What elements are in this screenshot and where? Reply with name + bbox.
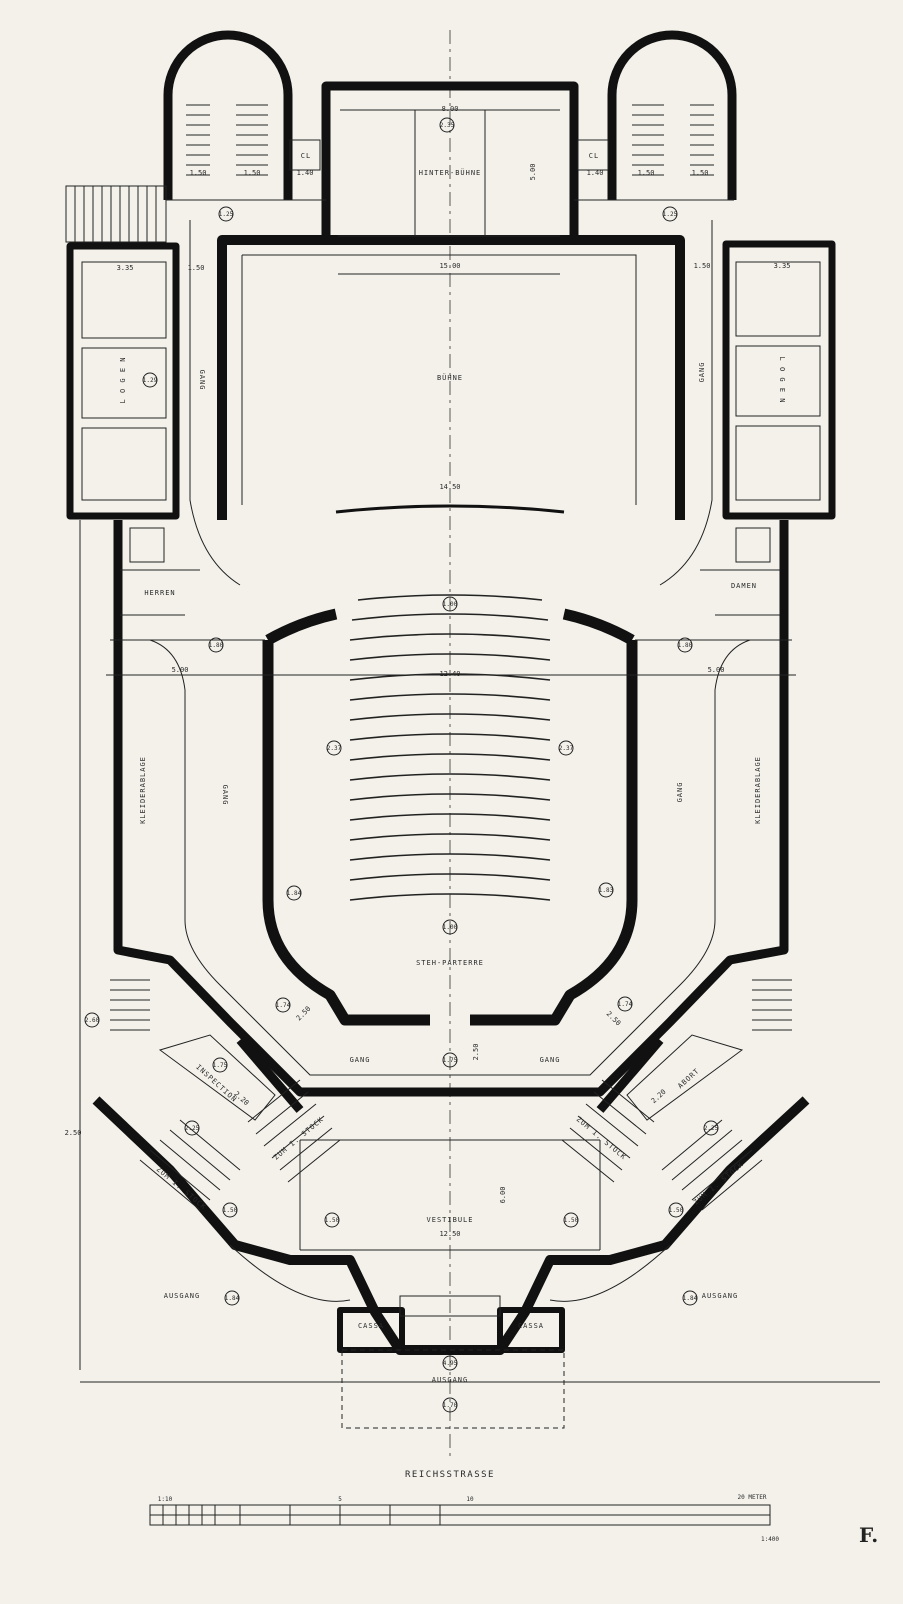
h-entrance: 4.95 [443,1360,458,1367]
dim-hinterbuehne-depth: 5.00 [529,164,537,181]
h-corridor-l: 1.80 [209,642,224,649]
h-logen: 1.29 [143,377,158,384]
h-vest-l: 1.50 [325,1217,340,1224]
label-gang-left-upper: GANG [198,370,206,391]
label-kleiderablage-right: KLEIDERABLAGE [754,756,762,824]
height-markers: 2.35 1.25 1.25 1.29 1.80 1.80 1.00 2.37 … [84,117,719,1413]
dim-buehne-width: 15.00 [439,262,460,270]
h-gang-c: 1.75 [443,1057,458,1064]
dim-loge-right: 3.35 [774,262,791,270]
label-vestibule: VESTIBULE [427,1216,474,1224]
figure-letter: F. [859,1523,878,1547]
h-lower-l: 1.50 [223,1207,238,1214]
h-hinterbuehne: 2.35 [440,122,455,129]
h-stair-r: 1.25 [663,211,678,218]
dim-proscenium: 14.50 [439,483,460,491]
label-cassa-left: CASSA [358,1322,384,1330]
label-gang-right-upper: GANG [698,362,706,383]
h-stairs-l: 2.25 [185,1125,200,1132]
label-logen-right: L O G E N [778,357,786,404]
h-saal-l: 2.37 [327,745,342,752]
dim-saal-depth: 2.50 [472,1044,480,1061]
dim-outer: 2.50 [65,1129,82,1137]
label-ausgang-left: AUSGANG [164,1292,201,1300]
h-inspection: 1.75 [213,1062,228,1069]
label-reichsstrasse: REICHSSTRASSE [405,1470,495,1480]
dimension-labels: 8.00 5.00 15.00 14.50 3.35 3.35 1.50 1.5… [65,105,791,1238]
h-stairs-r: 2.25 [704,1125,719,1132]
scale-label: 20 METER [738,1494,767,1501]
dim-corridor-left: 1.50 [188,264,205,272]
h-stehparterre: 1.00 [443,924,458,931]
scale-bar [149,1504,771,1526]
h-side-l: 2.60 [85,1017,100,1024]
dim-stair-l1: 1.50 [190,169,207,177]
label-gang-right-bottom: GANG [540,1056,561,1064]
dim-saal-inner: 12.40 [439,670,460,678]
scale-labels: 1:10 5 10 20 METER 1:400 [158,1494,780,1543]
label-cl-left: CL [301,152,311,160]
dim-stair-r1: 1.50 [638,169,655,177]
dim-cl-right: 1.40 [587,169,604,177]
dim-stair-l2: 1.50 [244,169,261,177]
dim-vestibule-width: 12.50 [439,1230,460,1238]
h-lower-r: 1.50 [669,1207,684,1214]
label-gang-right-hall: GANG [676,782,684,803]
label-logen-left: L O G E N [119,357,127,404]
label-herren: HERREN [144,589,175,597]
dim-vestibule-depth: 6.00 [499,1187,507,1204]
h-stair-l: 1.25 [219,211,234,218]
scale-sub: 1:400 [761,1536,779,1543]
label-gang-left-hall: GANG [221,785,229,806]
h-saal-r: 2.37 [559,745,574,752]
label-cassa-right: CASSA [518,1322,544,1330]
h-saal-bl: 1.84 [287,890,302,897]
label-hinterbuehne: HINTER-BÜHNE [419,168,482,177]
label-gang-left-bottom: GANG [350,1056,371,1064]
h-gang-l: 1.74 [276,1002,291,1009]
dim-loge-left: 3.35 [117,264,134,272]
label-buehne: BÜHNE [437,373,463,382]
label-kleiderablage-left: KLEIDERABLAGE [139,756,147,824]
label-ausgang-main: AUSGANG [432,1376,469,1384]
label-damen: DAMEN [731,582,757,590]
h-vest-r: 1.50 [564,1217,579,1224]
h-saal-br: 1.83 [599,887,614,894]
h-ausgang-l: 1.84 [225,1295,240,1302]
dim-stair-r2: 1.50 [692,169,709,177]
scale-tick-0: 1:10 [158,1496,173,1503]
h-ausgang-r: 1.84 [683,1295,698,1302]
h-corridor-r: 1.80 [678,642,693,649]
h-gang-r: 1.74 [618,1001,633,1008]
label-cl-right: CL [589,152,599,160]
dim-corridor-saal-left: 5.00 [172,666,189,674]
scale-tick-1: 5 [338,1496,342,1503]
scale-tick-2: 10 [466,1496,474,1503]
h-saal-front: 1.00 [443,601,458,608]
dim-corridor-saal-right: 5.00 [708,666,725,674]
h-front: 1.70 [443,1402,458,1409]
dim-cl-left: 1.40 [297,169,314,177]
label-ausgang-right: AUSGANG [702,1292,739,1300]
dim-hinterbuehne-width: 8.00 [442,105,459,113]
dim-corridor-right: 1.50 [694,262,711,270]
label-steh-parterre: STEH-PARTERRE [416,959,484,967]
